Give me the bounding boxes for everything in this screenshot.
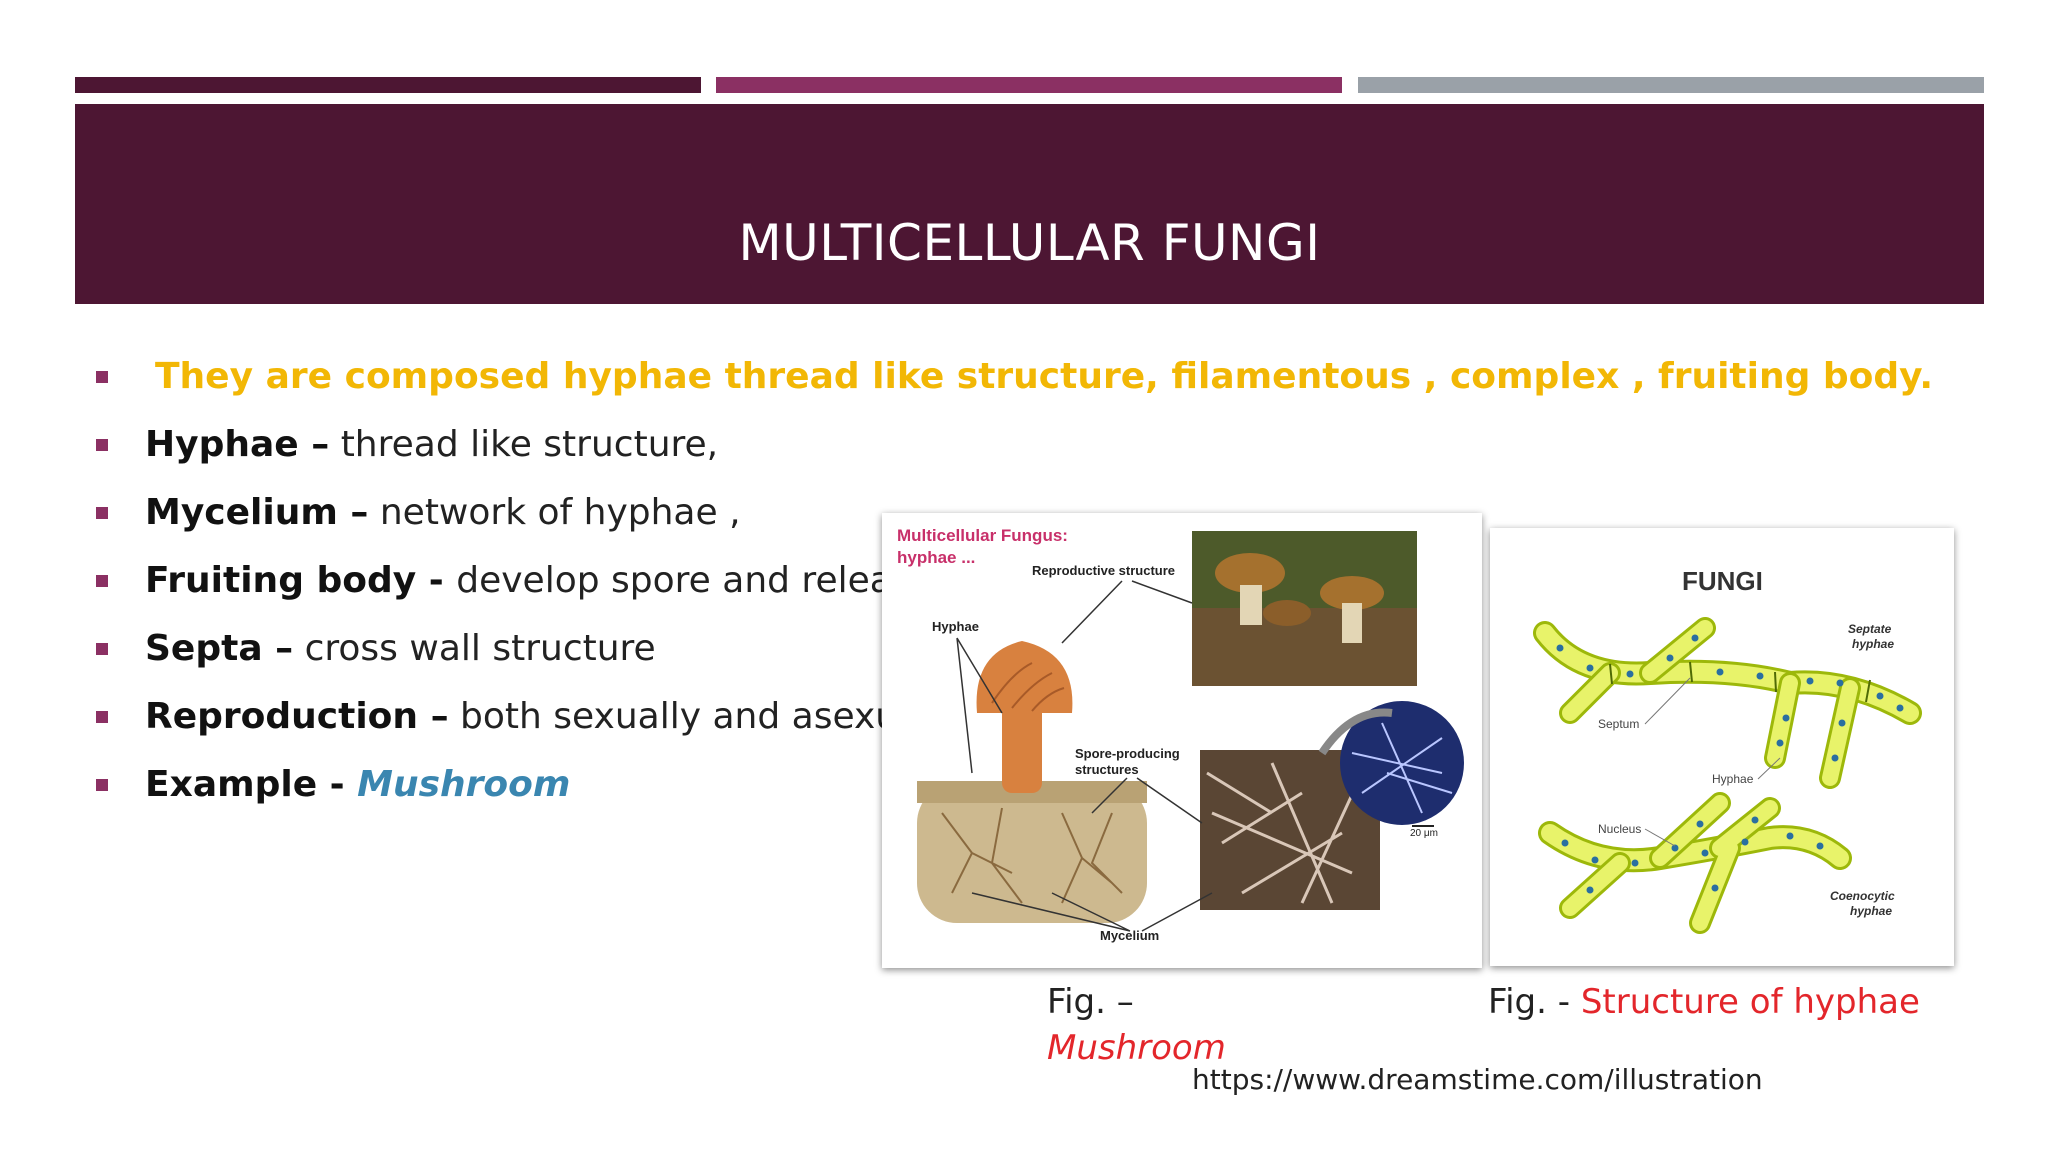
- bullet-term: Example -: [145, 764, 358, 805]
- coenocytic-nuclei: [1561, 816, 1824, 894]
- hyphae-diagram: FUNGI Septate hyphae Se: [1533, 566, 1922, 934]
- label-nucleus: Nucleus: [1598, 822, 1641, 836]
- bullet-square-icon: [96, 371, 108, 383]
- mycelium-threads: [941, 807, 1123, 904]
- caption-figure2-name: Structure of hyphae: [1580, 982, 1920, 1022]
- mushroom-diagram: Multicellular Fungus: hyphae ... Reprodu…: [897, 526, 1464, 943]
- bullet-term: Septa –: [145, 628, 294, 669]
- septum-leader-line: [1644, 677, 1691, 725]
- label-scale-bar: 20 μm: [1410, 828, 1438, 839]
- bullet-term: Reproduction –: [145, 696, 449, 737]
- mushroom-photo-cap-1: [1215, 553, 1285, 593]
- mushroom-photo-cap-2: [1320, 576, 1384, 610]
- label-septate-hyphae: hyphae: [1852, 637, 1894, 651]
- caption-figure1-prefix: Fig. –: [1047, 982, 1134, 1022]
- septate-branches-outline: [1559, 617, 1861, 789]
- caption-figure1-name: Mushroom: [1047, 1028, 1226, 1068]
- label-spore-producing: Spore-producing: [1075, 746, 1180, 761]
- cap-texture: [991, 662, 1065, 712]
- label-hyphae: Hyphae: [932, 619, 979, 634]
- micrograph-hyphae: [1351, 722, 1453, 814]
- caption-figure1: Fig. –: [1047, 982, 1134, 1022]
- bullet-text: They are composed hyphae thread like str…: [155, 356, 1934, 397]
- bullet-term: Fruiting body -: [145, 560, 457, 601]
- label-septate: Septate: [1848, 622, 1892, 636]
- bullet-term: Hyphae –: [145, 424, 330, 465]
- label-coenocytic: Coenocytic: [1830, 889, 1895, 903]
- label-mycelium: Mycelium: [1100, 928, 1159, 943]
- caption-figure2-prefix: Fig. -: [1488, 982, 1581, 1022]
- micrograph-circle: [1340, 701, 1464, 825]
- figure1-title: Multicellular Fungus:: [897, 526, 1068, 545]
- label-coenocytic-hyphae: hyphae: [1850, 904, 1892, 918]
- mushroom-photo-stalk-1: [1240, 585, 1262, 625]
- label-structures: structures: [1075, 762, 1139, 777]
- bullet-square-icon: [96, 439, 108, 451]
- accent-bar-gray: [1358, 77, 1984, 93]
- bullet-text: thread like structure,: [329, 424, 719, 465]
- mushroom-cap: [976, 641, 1073, 713]
- mushroom-photo-stalk-2: [1342, 603, 1362, 643]
- septate-branches: [1562, 620, 1858, 786]
- septum-walls: [1609, 661, 1871, 703]
- label-reproductive-structure: Reproductive structure: [1032, 563, 1175, 578]
- accent-bar-magenta: [716, 77, 1342, 93]
- accent-bar-dark: [75, 77, 701, 93]
- bullet-term: Mycelium –: [145, 492, 369, 533]
- zoom-arrow-icon: [1318, 708, 1393, 756]
- slide-title: MULTICELLULAR FUNGI: [738, 214, 1321, 272]
- bullet-square-icon: [96, 711, 108, 723]
- soil-block: [917, 783, 1147, 923]
- mushroom-photo-cap-3: [1263, 600, 1311, 626]
- bullet-text: network of hyphae ,: [368, 492, 741, 533]
- coenocytic-branches: [1562, 795, 1778, 931]
- septate-nuclei: [1556, 634, 1904, 762]
- coenocytic-hyphae: [1541, 824, 1849, 870]
- bullet-text: develop spore and release: [456, 560, 933, 601]
- figure1-subtitle: hyphae ...: [897, 548, 975, 567]
- hyphae-leader-line: [1757, 757, 1781, 780]
- bullet-text: both sexually and asexually: [448, 696, 962, 737]
- bullet-square-icon: [96, 575, 108, 587]
- hyphae-figure: FUNGI Septate hyphae Se: [1490, 528, 1954, 966]
- bullet-square-icon: [96, 643, 108, 655]
- source-url: https://www.dreamstime.com/illustration: [1192, 1063, 1763, 1096]
- bullet-text: cross wall structure: [293, 628, 656, 669]
- nucleus-leader-line: [1644, 828, 1676, 847]
- title-banner: MULTICELLULAR FUNGI: [75, 104, 1984, 304]
- example-mushroom: Mushroom: [357, 764, 571, 805]
- bullet-square-icon: [96, 507, 108, 519]
- caption-figure2: Fig. - Structure of hyphae: [1488, 982, 1920, 1022]
- label-hyphae-2: Hyphae: [1712, 772, 1754, 786]
- mushroom-figure: Multicellular Fungus: hyphae ... Reprodu…: [882, 513, 1482, 968]
- bullet-square-icon: [96, 779, 108, 791]
- mycelium-photo-strands: [1206, 762, 1364, 904]
- figure2-title: FUNGI: [1682, 566, 1763, 596]
- mushroom-stalk: [1002, 698, 1042, 793]
- leader-lines: [956, 580, 1213, 932]
- label-septum: Septum: [1598, 717, 1639, 731]
